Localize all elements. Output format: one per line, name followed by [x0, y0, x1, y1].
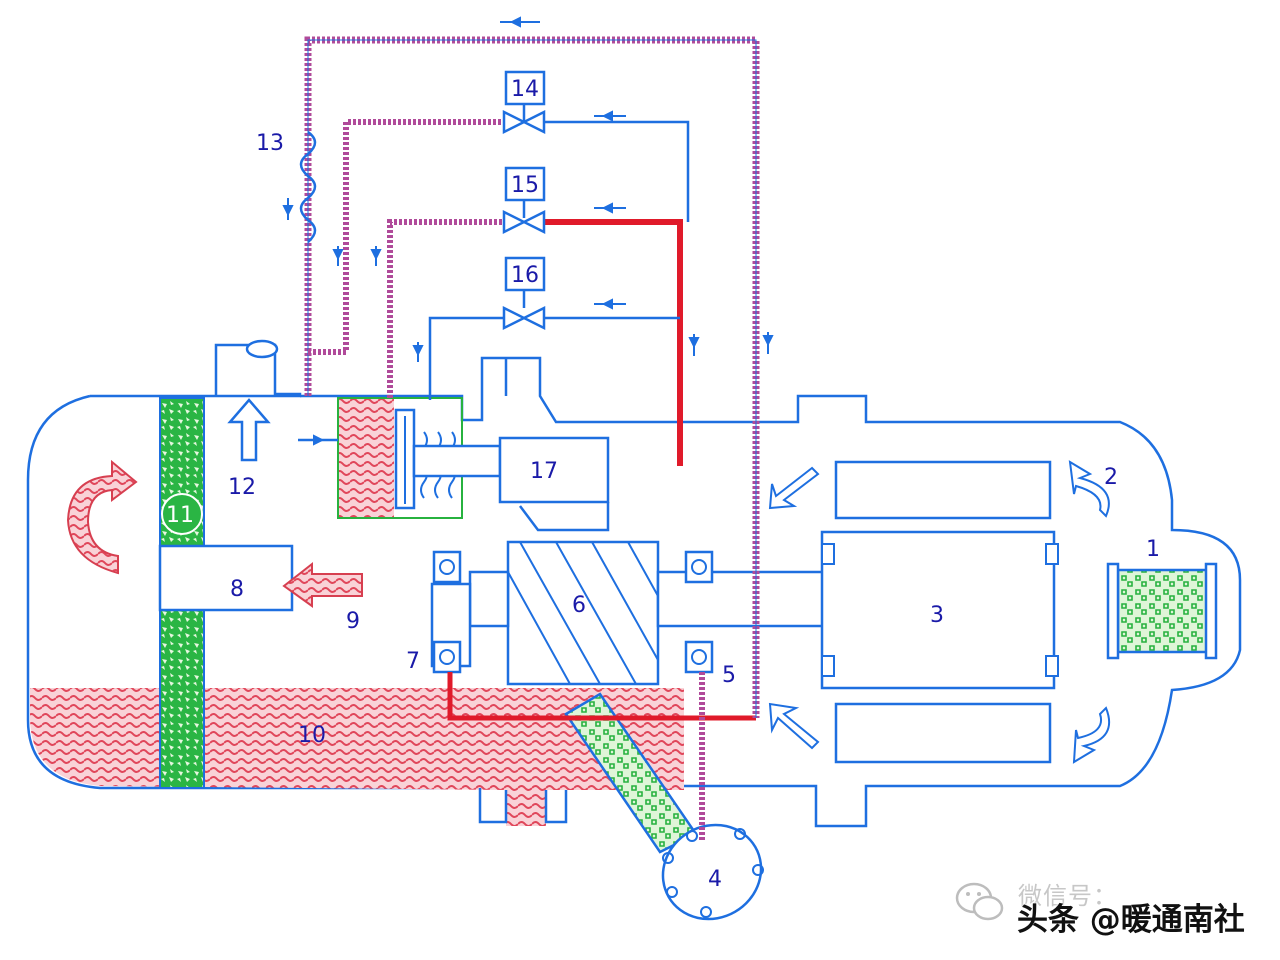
suction-filter [1106, 562, 1218, 660]
oil-filter [546, 688, 764, 921]
watermark-toutiao: 头条 @暖通南社 [1017, 902, 1245, 938]
slide-valve-chamber [338, 398, 394, 518]
label-13: 13 [256, 131, 284, 156]
capacity-actuator-box [498, 436, 610, 504]
compressor-housing [338, 356, 1242, 828]
inlet-arrow-icon [282, 561, 363, 608]
motor [820, 460, 1059, 764]
label-10: 10 [298, 723, 326, 748]
line-to-valve-16 [428, 316, 504, 400]
wechat-icon [955, 882, 1004, 921]
coil-icon [299, 130, 317, 243]
label-1: 1 [1146, 537, 1160, 562]
label-9: 9 [346, 609, 360, 634]
solenoid-valve-14 [502, 70, 546, 135]
label-11: 11 [166, 503, 194, 528]
label-4: 4 [708, 867, 722, 892]
motor-flow-arrow-icon [768, 460, 1111, 764]
label-2: 2 [1104, 465, 1118, 490]
oil-line-bearing [447, 672, 756, 721]
label-12: 12 [228, 475, 256, 500]
flow-direction-marks [282, 16, 774, 446]
label-15: 15 [511, 173, 539, 198]
label-17: 17 [530, 459, 558, 484]
inlet-tube [158, 544, 294, 612]
watermark-wechat: 微信号： [1018, 882, 1118, 910]
curved-flow-arrow-icon [66, 459, 138, 575]
label-14: 14 [511, 77, 539, 102]
up-flow-arrow-icon [227, 398, 271, 462]
label-16: 16 [511, 263, 539, 288]
label-8: 8 [230, 577, 244, 602]
line-from-valve-15 [544, 219, 683, 466]
solenoid-valve-15 [502, 166, 546, 235]
screw-rotor [506, 540, 660, 686]
line-to-valve-15 [387, 219, 504, 398]
label-6: 6 [572, 593, 586, 618]
label-3: 3 [930, 603, 944, 628]
bearing-right [684, 550, 714, 584]
label-7: 7 [406, 649, 420, 674]
line-to-valve-14 [308, 119, 504, 355]
label-5: 5 [722, 663, 736, 688]
solenoid-valve-16 [502, 256, 546, 331]
